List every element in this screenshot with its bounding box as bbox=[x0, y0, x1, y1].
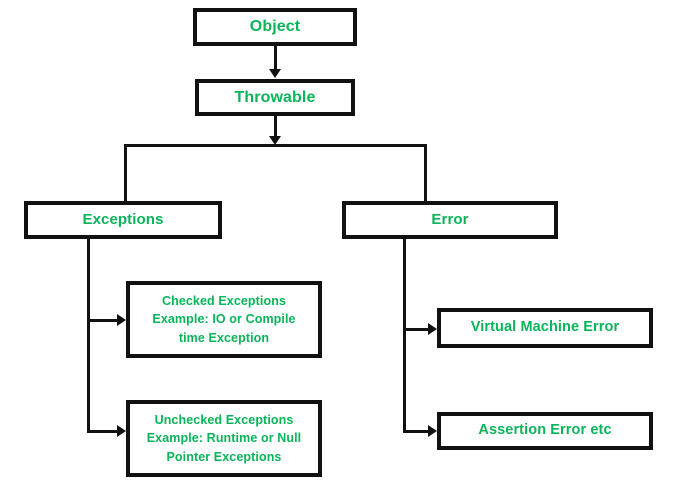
edge-error-vm-arrowhead bbox=[428, 323, 437, 335]
node-exceptions-label: Exceptions bbox=[82, 211, 164, 229]
edge-object-throwable-arrowhead bbox=[269, 69, 281, 78]
branch-bus-drop-right bbox=[424, 144, 427, 201]
node-virtual-machine-error[interactable]: Virtual Machine Error bbox=[437, 308, 653, 348]
exceptions-trunk-line bbox=[87, 239, 90, 433]
node-checked-exceptions[interactable]: Checked Exceptions Example: IO or Compil… bbox=[126, 281, 322, 358]
node-unchecked-exceptions[interactable]: Unchecked Exceptions Example: Runtime or… bbox=[126, 400, 322, 477]
node-error-label: Error bbox=[431, 211, 469, 229]
edge-exceptions-unchecked-arrowhead bbox=[117, 425, 126, 437]
node-throwable[interactable]: Throwable bbox=[195, 79, 355, 116]
node-throwable-label: Throwable bbox=[234, 88, 316, 106]
branch-bus-horizontal bbox=[124, 144, 427, 147]
edge-exceptions-checked-line bbox=[87, 319, 119, 322]
node-assertion-error[interactable]: Assertion Error etc bbox=[437, 412, 653, 450]
edge-error-assertion-line bbox=[403, 430, 433, 433]
edge-error-vm-line bbox=[403, 328, 433, 331]
node-error[interactable]: Error bbox=[342, 201, 558, 239]
node-unchecked-exceptions-label: Unchecked Exceptions Example: Runtime or… bbox=[146, 413, 302, 464]
edge-error-assertion-arrowhead bbox=[428, 425, 437, 437]
node-assertion-error-label: Assertion Error etc bbox=[478, 422, 612, 439]
node-virtual-machine-error-label: Virtual Machine Error bbox=[470, 319, 620, 336]
edge-throwable-bus-line bbox=[274, 116, 277, 138]
node-exceptions[interactable]: Exceptions bbox=[24, 201, 222, 239]
node-checked-exceptions-label: Checked Exceptions Example: IO or Compil… bbox=[152, 294, 296, 345]
branch-bus-drop-left bbox=[124, 144, 127, 201]
node-object[interactable]: Object bbox=[193, 8, 357, 46]
edge-throwable-bus-arrowhead bbox=[269, 136, 281, 145]
edge-exceptions-unchecked-line bbox=[87, 430, 119, 433]
error-trunk-line bbox=[403, 239, 406, 433]
edge-object-throwable-line bbox=[274, 46, 277, 70]
edge-exceptions-checked-arrowhead bbox=[117, 314, 126, 326]
node-object-label: Object bbox=[249, 18, 301, 36]
